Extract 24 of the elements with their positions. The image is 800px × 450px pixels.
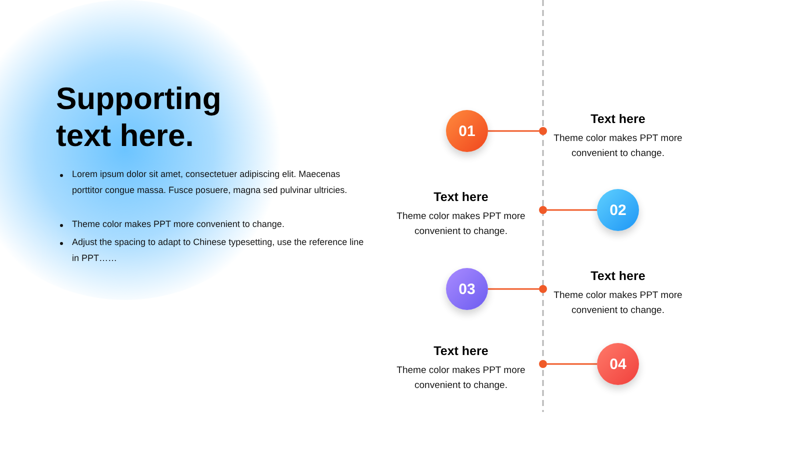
- connector-line: [488, 130, 539, 132]
- bullet-text: Adjust the spacing to adapt to Chinese typesetting, use the reference line in PPT……: [72, 236, 364, 265]
- number-circle: 01: [446, 110, 488, 152]
- timeline-dot: [539, 127, 547, 135]
- bullet-text: Lorem ipsum dolor sit amet, consectetuer adipiscing elit. Maecenas porttitor congue massa. Fusce posuere, magna sed pulvinar ultricies.: [72, 168, 348, 197]
- item-description: Theme color makes PPT more convenient to change.: [553, 132, 683, 161]
- item-description: Theme color makes PPT more convenient to change.: [396, 210, 526, 239]
- item-heading: Text here: [590, 112, 646, 126]
- timeline-dot: [539, 206, 547, 214]
- number-circle: 02: [597, 189, 639, 231]
- item-heading: Text here: [432, 190, 490, 204]
- item-heading: Text here: [432, 344, 490, 358]
- connector-line: [488, 288, 539, 290]
- number-circle: 03: [446, 268, 488, 310]
- slide-title: Supporting text here.: [56, 80, 222, 154]
- item-heading: Text here: [590, 269, 646, 283]
- number-circle: 04: [597, 343, 639, 385]
- connector-line: [547, 209, 597, 211]
- connector-line: [547, 363, 597, 365]
- timeline-dot: [539, 285, 547, 293]
- bullet-text: Theme color makes PPT more convenient to change.: [72, 218, 286, 231]
- item-description: Theme color makes PPT more convenient to change.: [553, 289, 683, 318]
- timeline-dot: [539, 360, 547, 368]
- item-description: Theme color makes PPT more convenient to change.: [396, 364, 526, 393]
